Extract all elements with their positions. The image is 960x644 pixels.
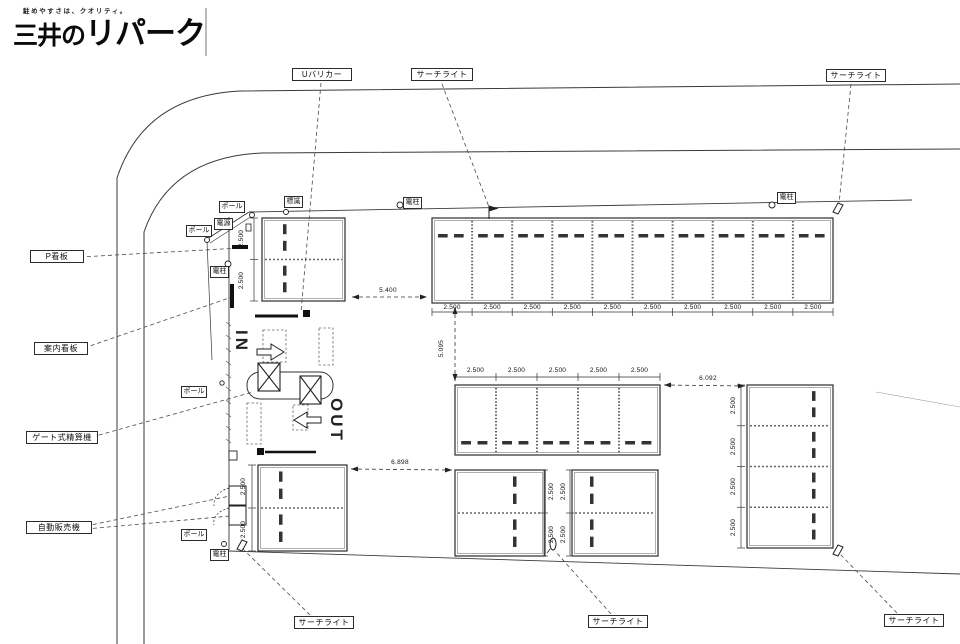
in-text: IN xyxy=(232,330,251,353)
searchlight-label-bottom-right: サーチライト xyxy=(884,614,944,627)
stall-dim: 2.500 xyxy=(730,518,738,537)
stall-dim: 2.500 xyxy=(548,367,567,374)
stall-dim: 2.500 xyxy=(730,478,738,496)
utility-pole-label-left: 電柱 xyxy=(210,266,229,278)
u-barricade-label: Uバリカー xyxy=(292,68,352,81)
searchlight-icon xyxy=(832,202,844,215)
u-barricade-post-bottom xyxy=(257,448,264,455)
p-signboard-icon xyxy=(232,245,248,249)
dimension-arrowheads xyxy=(351,294,745,473)
searchlight-icon xyxy=(236,539,248,552)
stall-dim: 2.500 xyxy=(443,304,461,311)
pole-label-middle: ポール xyxy=(181,386,207,398)
power-supply-icon xyxy=(245,223,252,232)
stall-dim: 2.500 xyxy=(724,304,742,311)
stall-dim: 2.500 xyxy=(560,482,568,501)
top-row-stall-dims: 2.500 2.500 2.500 2.500 2.500 2.500 2.500 2.500… xyxy=(432,304,833,311)
stall-dim: 2.500 xyxy=(240,477,248,496)
parking-stall-linework xyxy=(225,217,834,557)
utility-pole-label-top-right: 電柱 xyxy=(777,192,796,204)
utility-pole-label-top-center: 電柱 xyxy=(403,197,422,209)
aisle-dimension-lines xyxy=(350,296,746,471)
gate-zone-dashed-box xyxy=(262,329,287,363)
stall-dim: 2.500 xyxy=(563,304,581,311)
dim-right-aisle: 6.092 xyxy=(699,375,717,382)
guide-signboard-label: 案内看板 xyxy=(34,342,88,355)
pole-label-top: ポール xyxy=(219,201,245,213)
pole-label-left: ポール xyxy=(186,225,212,237)
u-barricade-post-top xyxy=(303,310,310,317)
stall-dim: 2.500 xyxy=(238,230,246,248)
gate-zone-dashed-box xyxy=(246,402,262,445)
utility-box xyxy=(228,450,238,461)
searchlight-label-bottom-center: サーチライト xyxy=(588,615,648,628)
repark-logo: 駐めやすさは、クオリティ。 三井のリパーク xyxy=(13,5,206,59)
gate-island xyxy=(246,371,334,400)
searchlight-icon xyxy=(488,205,499,219)
dim-center-aisle: 5.095 xyxy=(438,339,446,357)
stall-dim: 2.500 xyxy=(238,271,246,289)
utility-pole-icon xyxy=(768,201,776,209)
stall-dim: 2.500 xyxy=(548,525,556,544)
p-signboard-label: P看板 xyxy=(30,250,84,263)
gate-zone-dashed-box xyxy=(318,327,334,366)
logo-tagline: 駐めやすさは、クオリティ。 xyxy=(23,8,128,15)
gate-machine-entry xyxy=(257,362,281,392)
road-sign-icon xyxy=(283,209,289,215)
searchlight-icon xyxy=(546,537,557,554)
dim-entrance-aisle: 5.400 xyxy=(379,287,397,294)
stall-dim: 2.500 xyxy=(589,367,608,374)
stall-dim: 2.500 xyxy=(630,367,649,374)
pole-icon xyxy=(219,380,225,386)
road-sign-label: 標識 xyxy=(284,196,303,208)
stall-dim: 2.500 xyxy=(466,367,485,374)
lower-middle-right-block-stall-dims: 2.500 2.500 xyxy=(558,470,570,556)
pole-icon xyxy=(249,212,255,218)
stall-dim: 2.500 xyxy=(730,396,738,415)
searchlight-label-top-center: サーチライト xyxy=(411,68,473,81)
stall-dim: 2.500 xyxy=(507,367,526,374)
lower-middle-left-block-stall-dims: 2.500 2.500 xyxy=(546,470,558,556)
vending-machine-icons xyxy=(213,485,247,526)
out-text: OUT xyxy=(327,398,346,443)
stall-dim: 2.500 xyxy=(730,437,738,455)
lower-left-block-stall-dims: 2.500 2.500 xyxy=(238,465,250,551)
pole-label-bottom: ポール xyxy=(181,529,207,541)
equipment-icons xyxy=(204,201,844,557)
stall-dim: 2.500 xyxy=(560,525,568,544)
guide-signboard-icon xyxy=(230,284,234,308)
road-lines xyxy=(116,83,960,644)
stall-dim: 2.500 xyxy=(483,304,501,311)
middle-row-stall-dims: 2.500 2.500 2.500 2.500 2.500 xyxy=(455,367,660,374)
upper-left-block-stall-dims: 2.500 2.500 xyxy=(236,218,248,301)
stall-dim: 2.500 xyxy=(523,304,541,311)
power-supply-label: 電源 xyxy=(214,218,233,230)
searchlight-label-bottom-left: サーチライト xyxy=(294,616,354,629)
stall-dim: 2.500 xyxy=(603,304,622,311)
stall-dim: 2.500 xyxy=(240,520,248,539)
searchlight-label-top-right: サーチライト xyxy=(826,69,886,82)
pole-icon xyxy=(221,541,227,547)
searchlight-icon xyxy=(832,544,844,557)
right-column-stall-dims: 2.500 2.500 2.500 2.500 xyxy=(728,385,740,548)
entrance-area xyxy=(228,310,334,461)
gate-pay-machine-label: ゲート式精算機 xyxy=(26,431,98,444)
pole-icon xyxy=(204,237,210,243)
stall-dim: 2.500 xyxy=(643,304,662,311)
gate-machine-exit xyxy=(299,375,322,405)
logo-title: 三井のリパーク xyxy=(13,16,206,51)
stall-dim: 2.500 xyxy=(548,482,556,501)
stall-dim: 2.500 xyxy=(764,304,782,311)
label-leader-lines xyxy=(79,82,898,616)
utility-pole-label-bottom: 電柱 xyxy=(210,549,229,561)
in-arrow xyxy=(256,343,285,361)
vending-machine-label: 自動販売機 xyxy=(26,521,92,534)
stall-dim: 2.500 xyxy=(683,304,702,311)
stall-dim: 2.500 xyxy=(804,304,822,311)
dim-bottom-aisle: 6.898 xyxy=(391,459,409,466)
out-arrow xyxy=(293,411,322,429)
